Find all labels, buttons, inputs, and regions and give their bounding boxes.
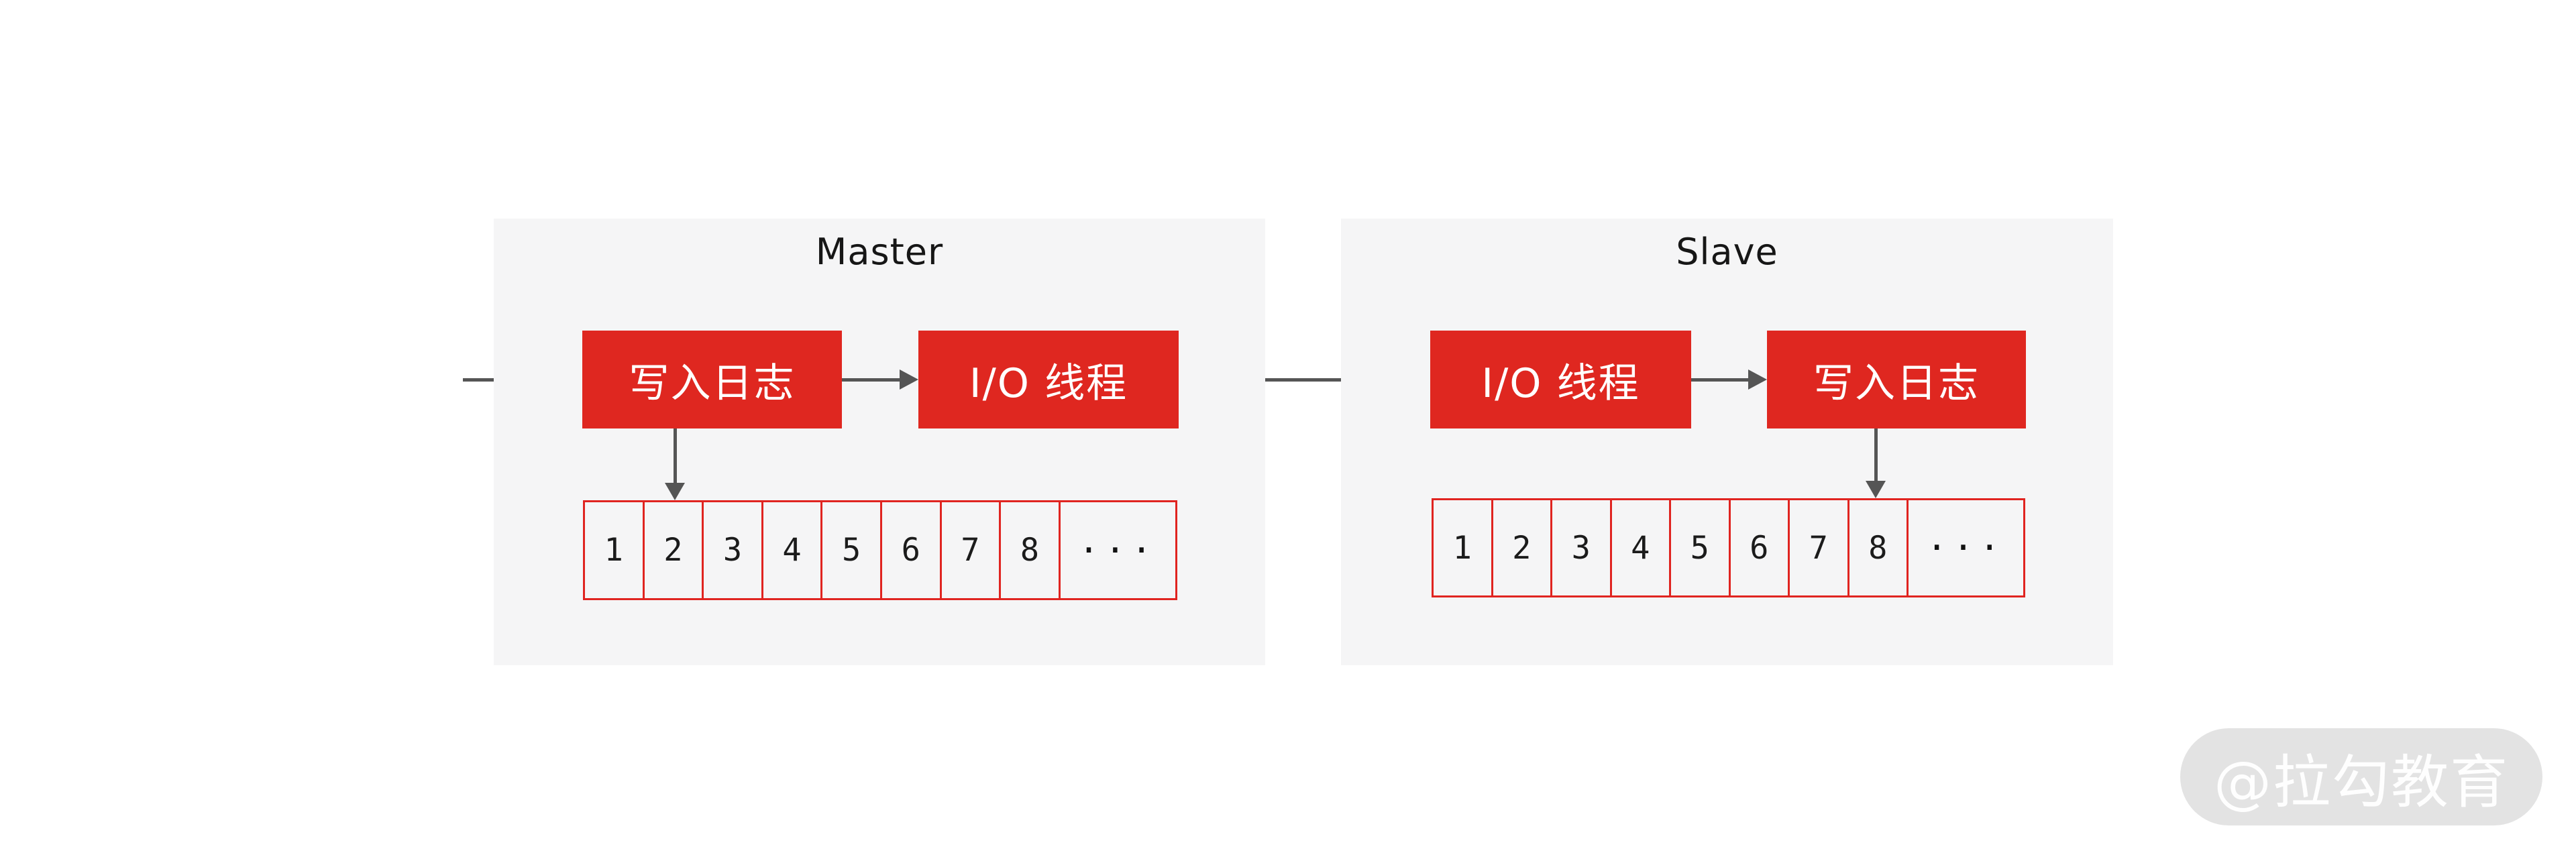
log-cell: 4: [1609, 500, 1670, 595]
log-cell-ellipsis: ···: [1907, 500, 2023, 595]
log-cell: 7: [1788, 500, 1847, 595]
arrowhead-right-icon: [1748, 369, 1767, 390]
log-cell: 3: [702, 502, 761, 598]
master-io-thread-node: I/O 线程: [918, 331, 1179, 428]
arrow-master-write-to-log-row: [665, 428, 686, 500]
slave-panel-title: Slave: [1676, 231, 1778, 273]
log-cell: 2: [642, 502, 702, 598]
arrowhead-right-icon: [900, 369, 918, 390]
lagou-watermark-badge: @拉勾教育: [2180, 728, 2542, 825]
arrow-line: [1691, 378, 1750, 382]
log-cell: 1: [604, 532, 623, 569]
log-cell: 6: [1728, 500, 1788, 595]
log-cell: 5: [820, 502, 880, 598]
slave-io-thread-node: I/O 线程: [1430, 331, 1691, 428]
log-cell-ellipsis: ···: [1058, 502, 1175, 598]
arrow-line: [1179, 378, 1413, 382]
arrow-line: [1874, 428, 1878, 482]
log-cell: 8: [999, 502, 1059, 598]
watermark-text: @拉勾教育: [2214, 749, 2509, 816]
log-cell: 3: [1550, 500, 1610, 595]
arrow-master-write-to-io: [842, 369, 918, 390]
arrow-slave-write-to-log-row: [1866, 428, 1886, 498]
master-log-buffer-row: 1 2 3 4 5 6 7 8 ···: [583, 500, 1177, 600]
master-panel-title: Master: [815, 231, 944, 273]
arrow-line: [842, 378, 901, 382]
log-cell: 7: [939, 502, 1000, 598]
arrowhead-down-icon: [665, 483, 685, 500]
log-cell: 2: [1491, 500, 1551, 595]
arrow-slave-io-to-write: [1691, 369, 1767, 390]
slave-panel: Slave I/O 线程 写入日志 1 2 3 4 5 6 7 8 ···: [1341, 219, 2113, 665]
slave-write-log-node: 写入日志: [1767, 331, 2026, 428]
log-cell: 8: [1847, 500, 1907, 595]
slave-log-buffer-row: 1 2 3 4 5 6 7 8 ···: [1432, 498, 2025, 597]
arrowhead-down-icon: [1866, 481, 1886, 498]
log-cell: 1: [1452, 529, 1472, 567]
log-cell: 6: [879, 502, 940, 598]
arrow-line: [674, 428, 677, 484]
log-cell: 4: [761, 502, 821, 598]
master-write-log-node: 写入日志: [582, 331, 842, 428]
master-panel: Master 写入日志 I/O 线程 1 2 3 4 5 6 7 8 ···: [494, 219, 1265, 665]
log-cell: 5: [1669, 500, 1729, 595]
